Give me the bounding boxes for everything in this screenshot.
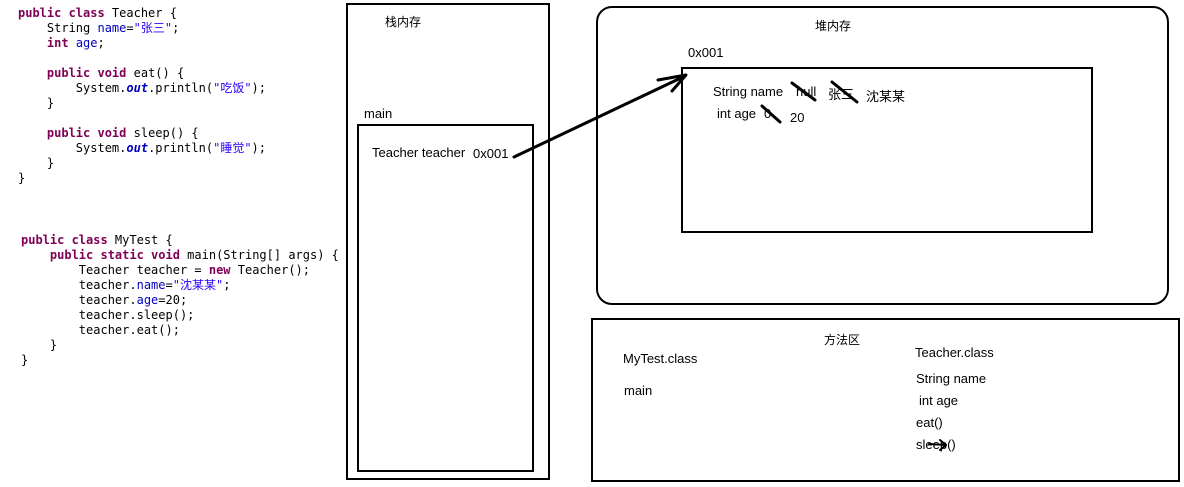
field-name-label: String name <box>713 84 784 99</box>
sleep-pointer-mark <box>928 439 947 451</box>
code-line: System.out.println("吃饭"); <box>75 81 266 95</box>
code-line: } <box>18 171 26 185</box>
reference-arrow <box>512 73 688 159</box>
heap-memory-box <box>596 6 1169 305</box>
code-line: teacher.eat(); <box>78 323 180 337</box>
teacher-variable-value: 0x001 <box>473 146 509 161</box>
code-mytest-class: public class MyTest { public static void… <box>21 233 339 368</box>
teacher-class-label: Teacher.class <box>915 345 994 360</box>
age-value-zero: 0 <box>764 106 772 121</box>
code-line: Teacher teacher = new Teacher(); <box>78 263 311 277</box>
code-line: public static void main(String[] args) { <box>49 248 339 262</box>
code-line: } <box>49 338 58 352</box>
teacher-class-field-age: int age <box>919 393 959 408</box>
code-line: teacher.age=20; <box>78 293 188 307</box>
code-line: public void eat() { <box>46 66 185 80</box>
mytest-class-label: MyTest.class <box>623 351 698 366</box>
name-value-zhangsan: 张三 <box>828 87 855 102</box>
strike-null <box>790 81 817 102</box>
field-age-label: int age <box>717 106 757 121</box>
code-teacher-class: public class Teacher { String name="张三";… <box>18 6 266 186</box>
stack-memory-box <box>346 3 550 480</box>
mytest-main-method: main <box>624 383 653 398</box>
code-line: } <box>46 96 55 110</box>
code-line: System.out.println("睡觉"); <box>75 141 266 155</box>
age-value-current: 20 <box>790 110 805 125</box>
teacher-class-method-eat: eat() <box>916 415 943 430</box>
code-line: public void sleep() { <box>46 126 199 140</box>
code-line: } <box>21 353 29 367</box>
heap-memory-title: 堆内存 <box>815 19 852 33</box>
code-line: teacher.name="沈某某"; <box>78 278 231 292</box>
stack-memory-title: 栈内存 <box>385 15 422 29</box>
main-stack-frame <box>357 124 534 472</box>
main-frame-label: main <box>364 106 393 121</box>
heap-object-address: 0x001 <box>688 45 724 60</box>
name-value-current: 沈某某 <box>866 89 906 104</box>
code-line: public class Teacher { <box>18 6 177 20</box>
teacher-class-field-name: String name <box>916 371 987 386</box>
code-line: } <box>46 156 55 170</box>
code-line: int age; <box>46 36 105 50</box>
code-line: String name="张三"; <box>46 21 180 35</box>
strike-zero <box>760 104 782 124</box>
teacher-variable-label: Teacher teacher <box>372 145 466 160</box>
code-line: public class MyTest { <box>21 233 173 247</box>
teacher-object-box <box>681 67 1093 233</box>
method-area-title: 方法区 <box>824 333 861 347</box>
strike-zhangsan <box>830 80 859 104</box>
code-line: teacher.sleep(); <box>78 308 195 322</box>
method-area-box <box>591 318 1180 482</box>
name-value-null: null <box>796 84 817 99</box>
